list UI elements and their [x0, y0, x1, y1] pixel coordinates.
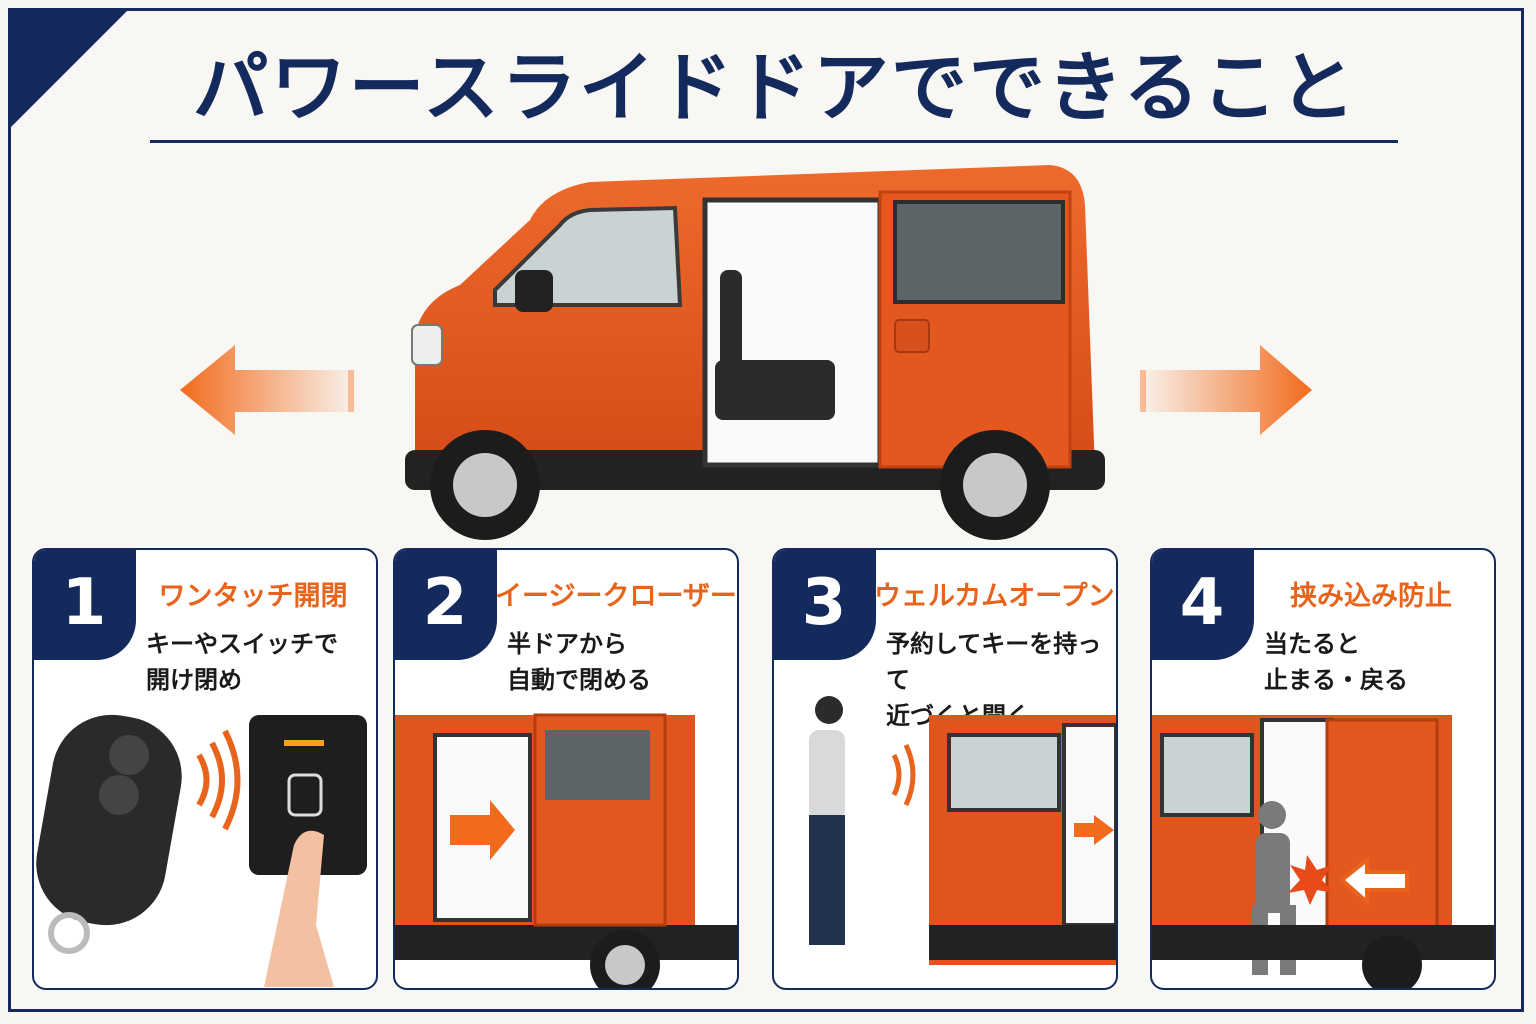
person-icon: [809, 696, 845, 945]
card-number-badge: 4: [1152, 550, 1254, 660]
card-title: イージークローザー: [495, 581, 737, 612]
title-underline: [150, 140, 1398, 143]
impact-burst-icon: [1288, 855, 1334, 905]
signal-waves-icon: [891, 743, 916, 807]
card-description: 半ドアから 自動で閉める: [507, 630, 651, 694]
card-number-badge: 1: [34, 550, 136, 660]
open-arrow: [1074, 815, 1114, 845]
open-left-arrow: [180, 345, 360, 435]
pinch-prevention-illustration: [1152, 715, 1494, 988]
corner-accent: [8, 8, 130, 130]
feature-card-pinch-prevention: 4 挟み込み防止 当たると 止まる・戻る: [1150, 548, 1496, 990]
card-description: 当たると 止まる・戻る: [1264, 630, 1408, 694]
finger-icon: [264, 830, 334, 987]
card-title: 挟み込み防止: [1290, 581, 1452, 612]
page-title: パワースライドドアでできること: [192, 43, 1358, 132]
rear-wheel: [940, 430, 1050, 540]
feature-card-one-touch: 1 ワンタッチ開閉 キーやスイッチで 開け閉め: [32, 548, 378, 990]
signal-waves-icon: [196, 729, 241, 831]
feature-card-easy-closer: 2 イージークローザー 半ドアから 自動で閉める: [393, 548, 739, 990]
front-wheel: [430, 430, 540, 540]
feature-card-welcome-open: 3 ウェルカムオープン 予約してキーを持って 近づくと開く: [772, 548, 1118, 990]
van-door-closing-illustration: [395, 713, 737, 988]
card-number-badge: 3: [774, 550, 876, 660]
key-fob-and-switch-illustration: [36, 714, 367, 987]
hero-van-illustration: [180, 165, 1312, 540]
card-title: ウェルカムオープン: [874, 581, 1115, 612]
card-description: キーやスイッチで 開け閉め: [146, 630, 338, 694]
card-title: ワンタッチ開閉: [158, 581, 348, 612]
key-fob-icon: [36, 714, 182, 954]
return-arrow: [1338, 855, 1409, 907]
card-number-badge: 2: [395, 550, 497, 660]
open-right-arrow: [1135, 345, 1312, 435]
door-switch-icon: [249, 715, 367, 875]
close-arrow: [450, 800, 515, 860]
person-approaching-van-illustration: [809, 696, 1116, 965]
